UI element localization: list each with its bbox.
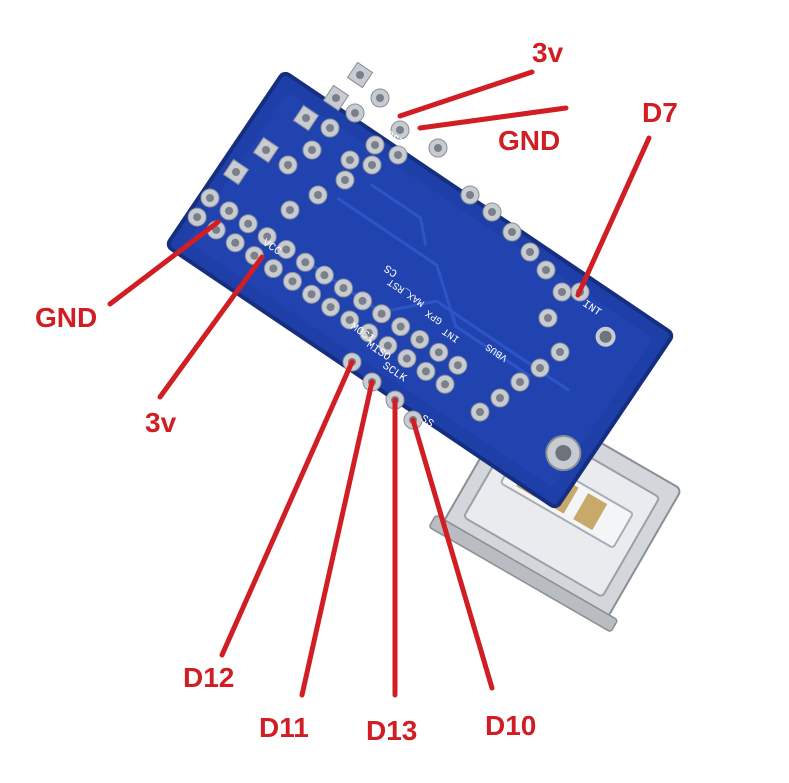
pad-hole — [434, 144, 442, 152]
pad-hole — [544, 314, 552, 322]
callout-d13: D13 — [366, 715, 417, 746]
pad-hole — [421, 367, 430, 376]
pad-hole — [377, 309, 386, 318]
pad-hole — [206, 194, 214, 202]
pad-hole — [476, 408, 484, 416]
pad-hole — [286, 206, 294, 214]
line-left-gnd — [107, 219, 221, 307]
pad-hole — [351, 109, 359, 117]
pad-hole — [371, 141, 379, 149]
pad-hole — [339, 284, 348, 293]
pad-hole — [346, 156, 354, 164]
line-d12 — [219, 359, 355, 658]
pad-hole — [193, 213, 202, 222]
line-left-3v — [157, 254, 265, 400]
pad-hole — [320, 271, 329, 280]
pad-hole — [536, 364, 544, 372]
pad-hole — [231, 238, 240, 247]
pad-hole — [314, 191, 322, 199]
pad-hole — [441, 380, 450, 389]
pad-hole — [368, 161, 376, 169]
callout-left-gnd: GND — [35, 302, 97, 333]
pad-hole — [250, 251, 259, 260]
callout-d7: D7 — [642, 97, 678, 128]
pad-hole — [453, 361, 462, 370]
pad-hole — [516, 378, 524, 386]
pad-hole — [434, 348, 443, 357]
pad-hole — [232, 168, 240, 176]
pad-hole — [542, 266, 550, 274]
pad-hole — [269, 264, 278, 273]
pad-hole — [244, 219, 253, 228]
pad-hole — [326, 303, 335, 312]
pad-hole — [284, 161, 292, 169]
callout-d12: D12 — [183, 662, 234, 693]
pad-hole — [402, 354, 411, 363]
line-d7 — [575, 135, 652, 298]
callout-lines — [107, 69, 652, 698]
line-d11 — [299, 379, 375, 698]
line-top-3v — [397, 69, 535, 119]
pad-hole — [488, 208, 496, 216]
pad-hole — [225, 206, 234, 215]
pad-hole — [496, 394, 504, 402]
pad-hole — [263, 232, 272, 241]
pad-hole — [396, 322, 405, 331]
pad-hole — [282, 245, 291, 254]
pad-hole — [301, 258, 310, 267]
pad-hole — [556, 348, 564, 356]
pad-hole — [358, 296, 367, 305]
pcb-board — [166, 71, 674, 509]
line-d10 — [410, 417, 495, 691]
pad-hole — [332, 94, 340, 102]
pad-hole — [396, 126, 404, 134]
pad-hole — [394, 151, 402, 159]
pad-hole — [326, 124, 334, 132]
pad-hole — [308, 146, 316, 154]
pad-hole — [383, 341, 392, 350]
silk-max: MAX — [366, 107, 389, 128]
pin-headers — [187, 61, 590, 430]
pad-hole — [415, 335, 424, 344]
pad-hole — [356, 71, 364, 79]
pad-hole — [526, 248, 534, 256]
pad-hole — [376, 94, 384, 102]
pad-hole — [307, 290, 316, 299]
pad-hole — [341, 176, 349, 184]
pad-hole — [558, 288, 566, 296]
pad-hole — [345, 315, 354, 324]
pad-hole — [466, 191, 474, 199]
line-top-gnd — [417, 105, 569, 131]
callout-d11: D11 — [259, 712, 309, 743]
pad-hole — [302, 114, 310, 122]
callout-left-3v: 3v — [145, 407, 177, 438]
callout-d10: D10 — [485, 710, 536, 741]
pad-hole — [508, 228, 516, 236]
pad-hole — [288, 277, 297, 286]
callout-top-3v: 3v — [532, 37, 564, 68]
pad-hole — [262, 146, 270, 154]
pad-hole — [364, 328, 373, 337]
callout-top-gnd: GND — [498, 125, 560, 156]
